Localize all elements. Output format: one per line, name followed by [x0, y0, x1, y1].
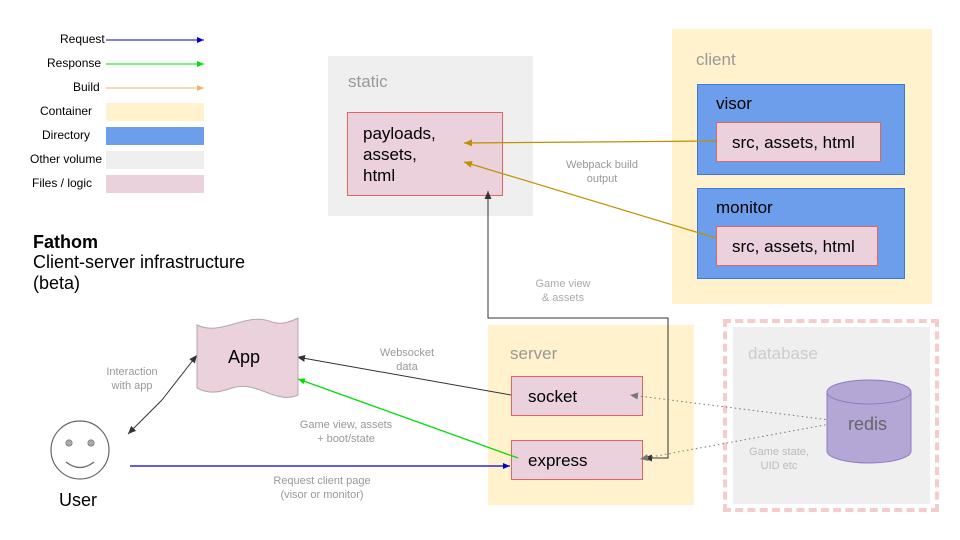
visor-files: src, assets, html [716, 122, 881, 162]
static-file-html: html [363, 166, 396, 185]
interaction-note-line-1: Interaction [106, 366, 158, 378]
static-label: static [348, 72, 388, 91]
interaction-arrow-down [127, 399, 163, 435]
game-view-assets-line-2: & assets [541, 292, 585, 304]
user-left-eye [65, 439, 73, 447]
socket-module: socket [511, 376, 643, 416]
legend-directory-swatch [106, 127, 204, 145]
legend-build-label: Build [73, 80, 100, 94]
interaction-note: Interaction with app [96, 365, 168, 393]
visor-build-arrow [463, 139, 717, 147]
game-view-boot-note: Game view, assets + boot/state [286, 418, 406, 446]
database-note-line-1: Game state, [749, 446, 809, 458]
game-view-assets-note: Game view & assets [518, 277, 608, 305]
interaction-note-line-2: with app [111, 380, 153, 392]
monitor-files: src, assets, html [716, 226, 878, 266]
game-view-boot-line-2: + boot/state [317, 433, 375, 445]
legend-response-label: Response [47, 56, 102, 70]
interaction-arrow-up [161, 354, 198, 401]
legend-container-label: Container [40, 104, 93, 118]
websocket-note-line-2: data [396, 361, 418, 373]
diagram-title: Fathom [33, 232, 98, 252]
game-view-boot-line-1: Game view, assets [299, 419, 393, 431]
redis-socket-link [629, 392, 831, 421]
static-file-assets: assets, [363, 145, 417, 164]
diagram-subtitle: Client-server infrastructure (beta) [33, 252, 245, 294]
static-file-payloads: payloads, [363, 124, 436, 143]
database-note-line-2: UID etc [760, 460, 798, 472]
user-right-eye [87, 439, 95, 447]
static-files: payloads, assets, html [347, 112, 503, 196]
webpack-note-line-2: output [586, 173, 618, 185]
monitor-build-arrow [463, 160, 717, 239]
subtitle-line-2: (beta) [33, 273, 81, 293]
database-label: database [748, 344, 818, 363]
app-label: App [228, 347, 261, 367]
database-container [723, 319, 939, 512]
legend-other-volume-label: Other volume [30, 152, 103, 166]
websocket-note: Websocket data [362, 346, 452, 374]
legend-files-swatch [106, 175, 204, 193]
webpack-note-line-1: Webpack build [566, 159, 638, 171]
legend-directory-label: Directory [42, 128, 91, 142]
redis-cylinder-body [826, 392, 912, 464]
request-page-line-1: Request client page [273, 475, 371, 487]
express-module: express [511, 440, 643, 480]
game-view-assets-line-1: Game view [535, 278, 591, 290]
redis-label: redis [848, 414, 888, 434]
websocket-note-line-1: Websocket [379, 347, 435, 359]
legend-request-label: Request [60, 32, 105, 46]
legend-files-logic-label: Files / logic [32, 176, 93, 190]
legend-container-swatch [106, 103, 204, 121]
webpack-note: Webpack build output [552, 158, 652, 186]
response-arrow [297, 378, 519, 459]
express-static-connector [487, 192, 669, 459]
user-label: User [59, 490, 98, 510]
subtitle-line-1: Client-server infrastructure [33, 252, 246, 272]
database-note: Game state, UID etc [742, 445, 816, 473]
websocket-arrow [296, 354, 512, 396]
user-face-icon [50, 420, 110, 480]
server-label: server [510, 344, 558, 363]
redis-cylinder-top [826, 379, 912, 405]
redis-express-link [639, 423, 831, 461]
user-smile [65, 461, 95, 469]
visor-label: visor [716, 94, 752, 113]
legend-other-volume-swatch [106, 151, 204, 169]
client-label: client [696, 50, 736, 69]
monitor-label: monitor [716, 198, 773, 217]
request-page-line-2: (visor or monitor) [280, 489, 364, 501]
app-shape [196, 317, 299, 398]
request-page-note: Request client page (visor or monitor) [252, 474, 392, 502]
